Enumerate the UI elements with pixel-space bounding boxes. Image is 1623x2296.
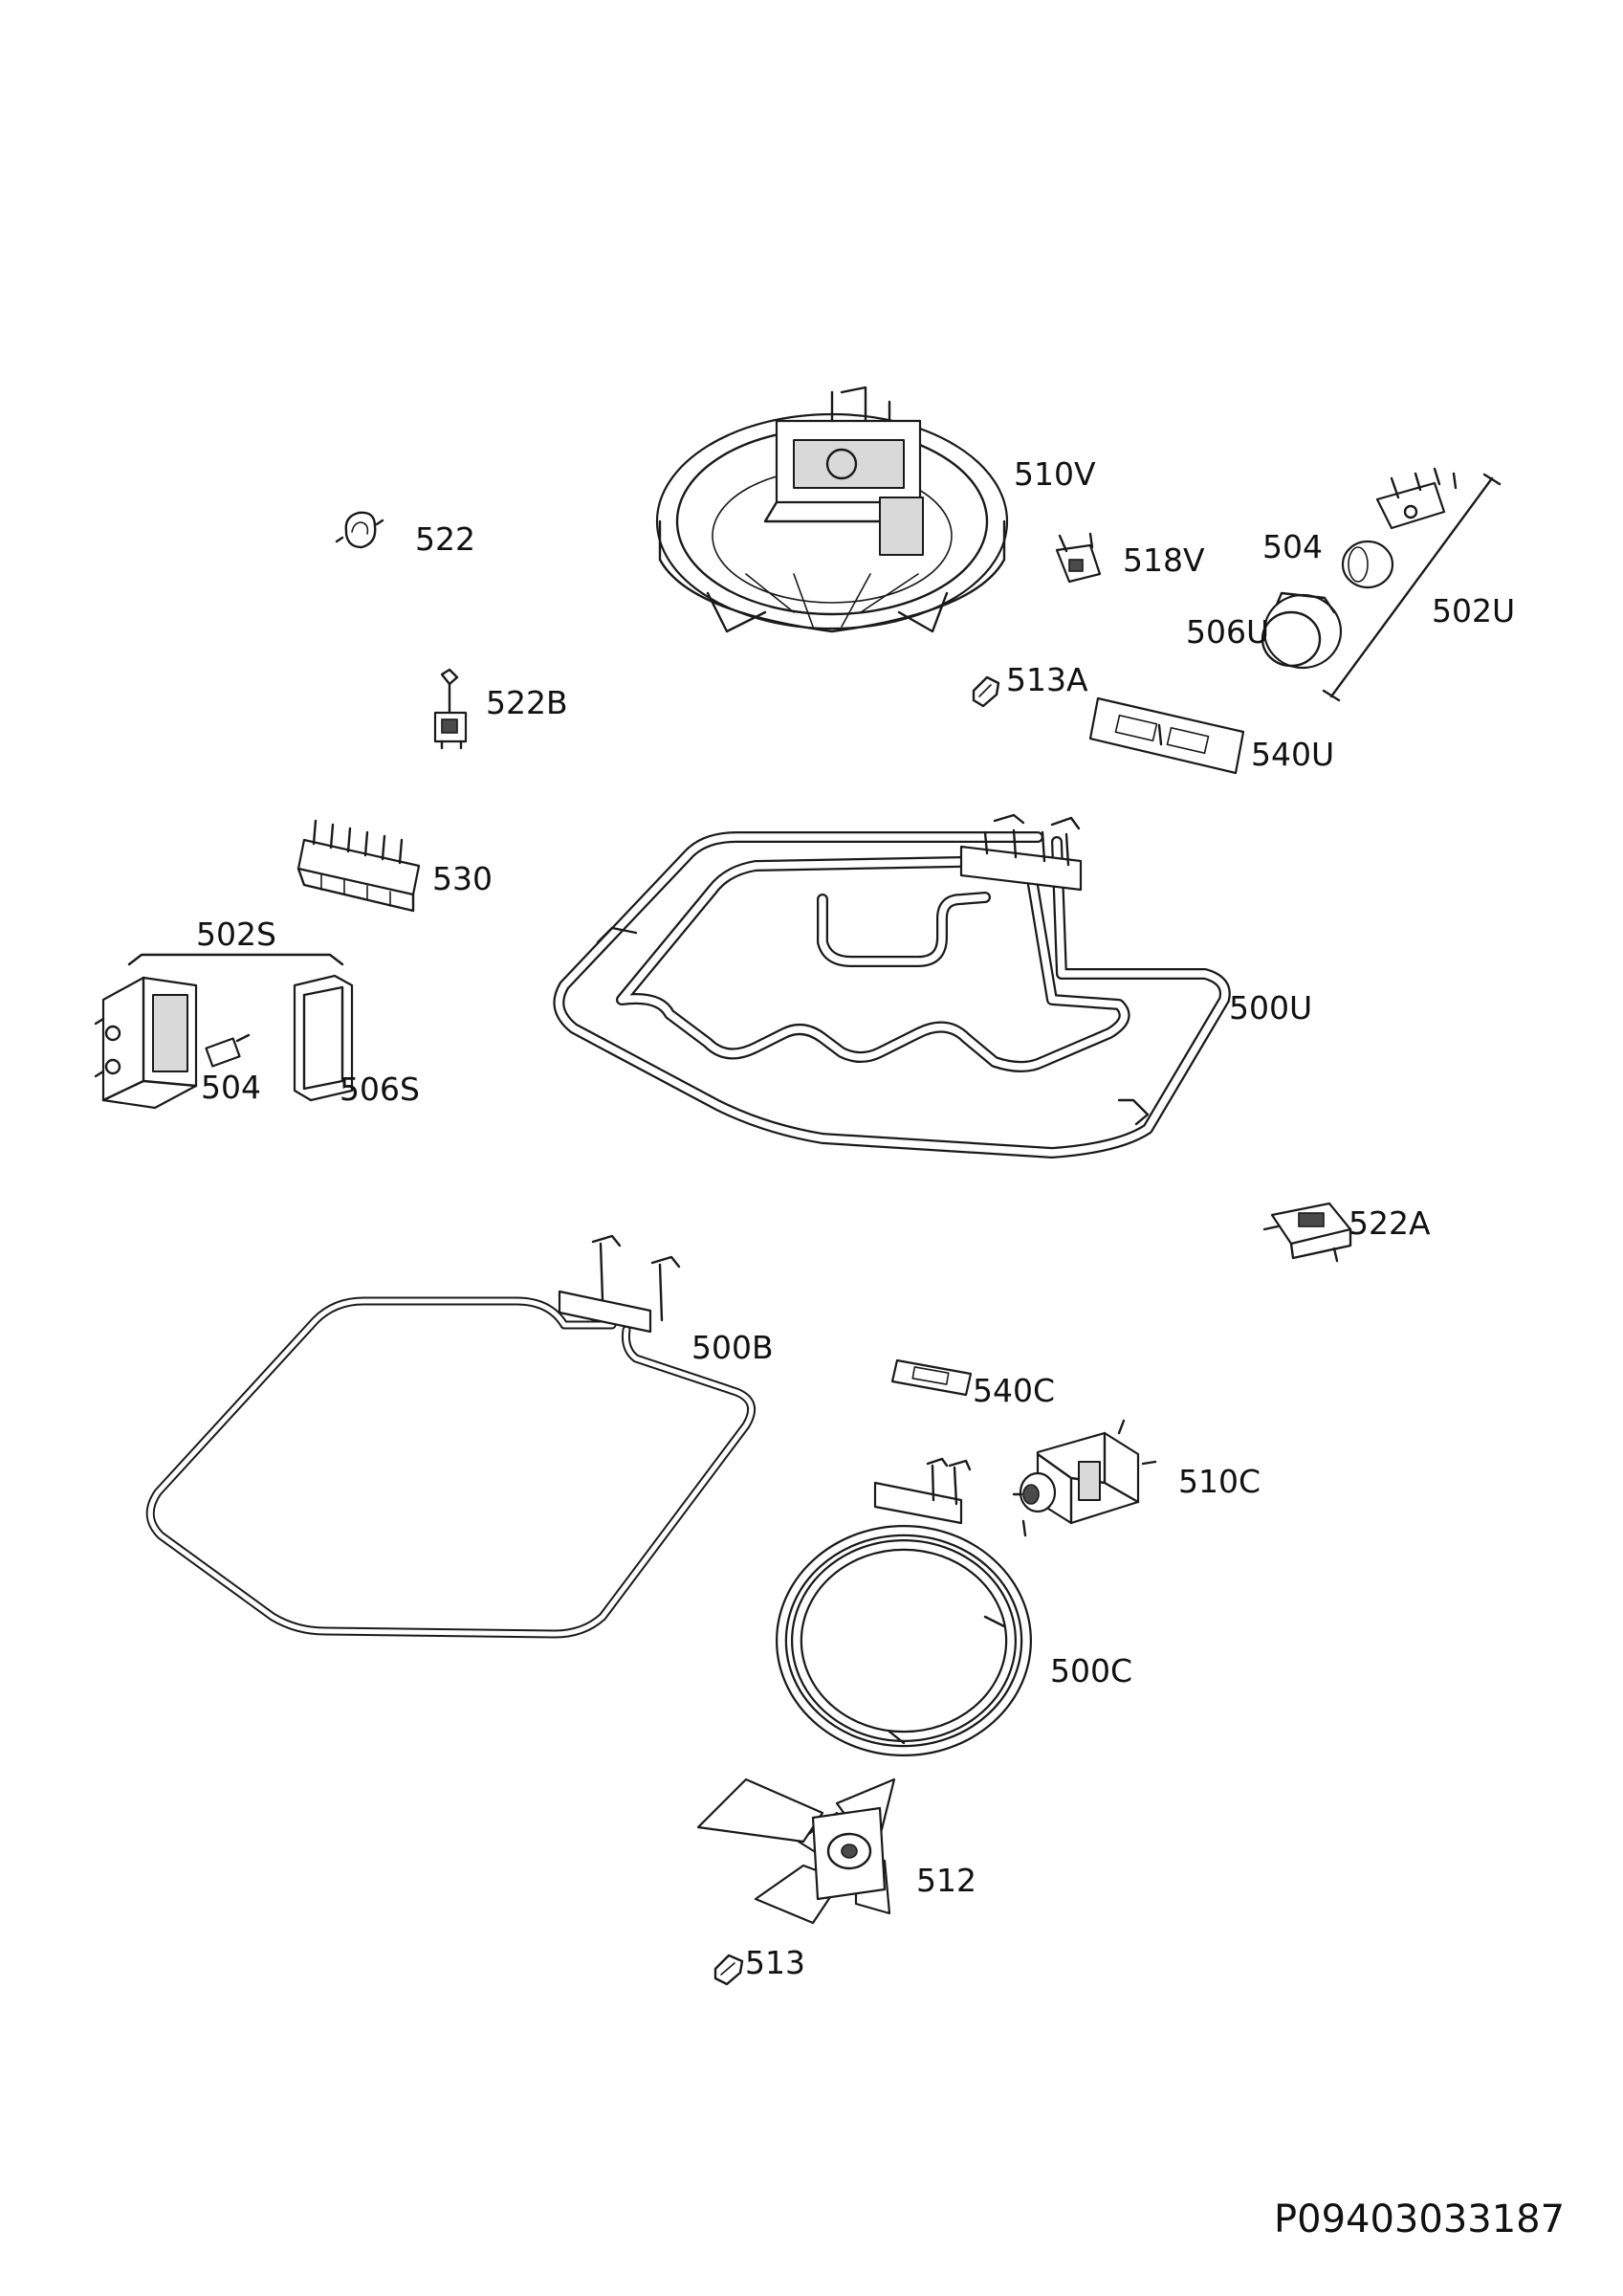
label-500C: 500C bbox=[1050, 1652, 1132, 1689]
label-500B: 500B bbox=[691, 1329, 774, 1366]
part-530-terminal-block bbox=[296, 819, 421, 913]
label-510V: 510V bbox=[1014, 455, 1096, 493]
label-513: 513 bbox=[745, 1944, 805, 1981]
label-506U: 506U bbox=[1186, 613, 1269, 651]
label-513A: 513A bbox=[1006, 661, 1088, 698]
label-522B: 522B bbox=[486, 684, 568, 721]
label-512: 512 bbox=[916, 1862, 976, 1899]
drawing-code: P09403033187 bbox=[1274, 2197, 1565, 2241]
label-502U: 502U bbox=[1432, 592, 1515, 629]
label-530: 530 bbox=[432, 860, 493, 897]
part-540U-gasket bbox=[1088, 696, 1245, 775]
part-522A-thermostat bbox=[1262, 1202, 1352, 1263]
part-512-fan-blade bbox=[696, 1777, 896, 1925]
part-500C-ring-heating-element bbox=[776, 1457, 1032, 1756]
part-513A-nut bbox=[972, 675, 1000, 708]
part-500U-upper-heating-element bbox=[553, 813, 1231, 1159]
part-522-clip bbox=[335, 511, 384, 549]
label-518V: 518V bbox=[1123, 541, 1205, 579]
part-510V-fan-cover-motor bbox=[655, 386, 1009, 633]
label-500U: 500U bbox=[1229, 989, 1312, 1027]
label-522A: 522A bbox=[1349, 1204, 1431, 1242]
part-502U-lamp-assembly bbox=[1261, 467, 1502, 702]
label-540U: 540U bbox=[1251, 736, 1334, 773]
label-506S: 506S bbox=[340, 1071, 420, 1108]
label-540C: 540C bbox=[973, 1372, 1055, 1409]
label-522: 522 bbox=[415, 520, 475, 558]
part-500B-bottom-heating-element bbox=[145, 1234, 757, 1639]
label-510C: 510C bbox=[1178, 1463, 1261, 1500]
label-504-upper: 504 bbox=[1262, 528, 1323, 565]
label-502S: 502S bbox=[196, 916, 276, 953]
part-513-nut bbox=[713, 1954, 744, 1986]
part-518V-bracket bbox=[1055, 532, 1102, 584]
part-540C-gasket bbox=[890, 1358, 973, 1397]
label-504-lower: 504 bbox=[201, 1069, 261, 1106]
part-510C-convection-motor bbox=[1012, 1419, 1157, 1537]
part-522B-thermal-fuse bbox=[433, 668, 468, 750]
part-502S-switch-assembly bbox=[94, 953, 354, 1110]
